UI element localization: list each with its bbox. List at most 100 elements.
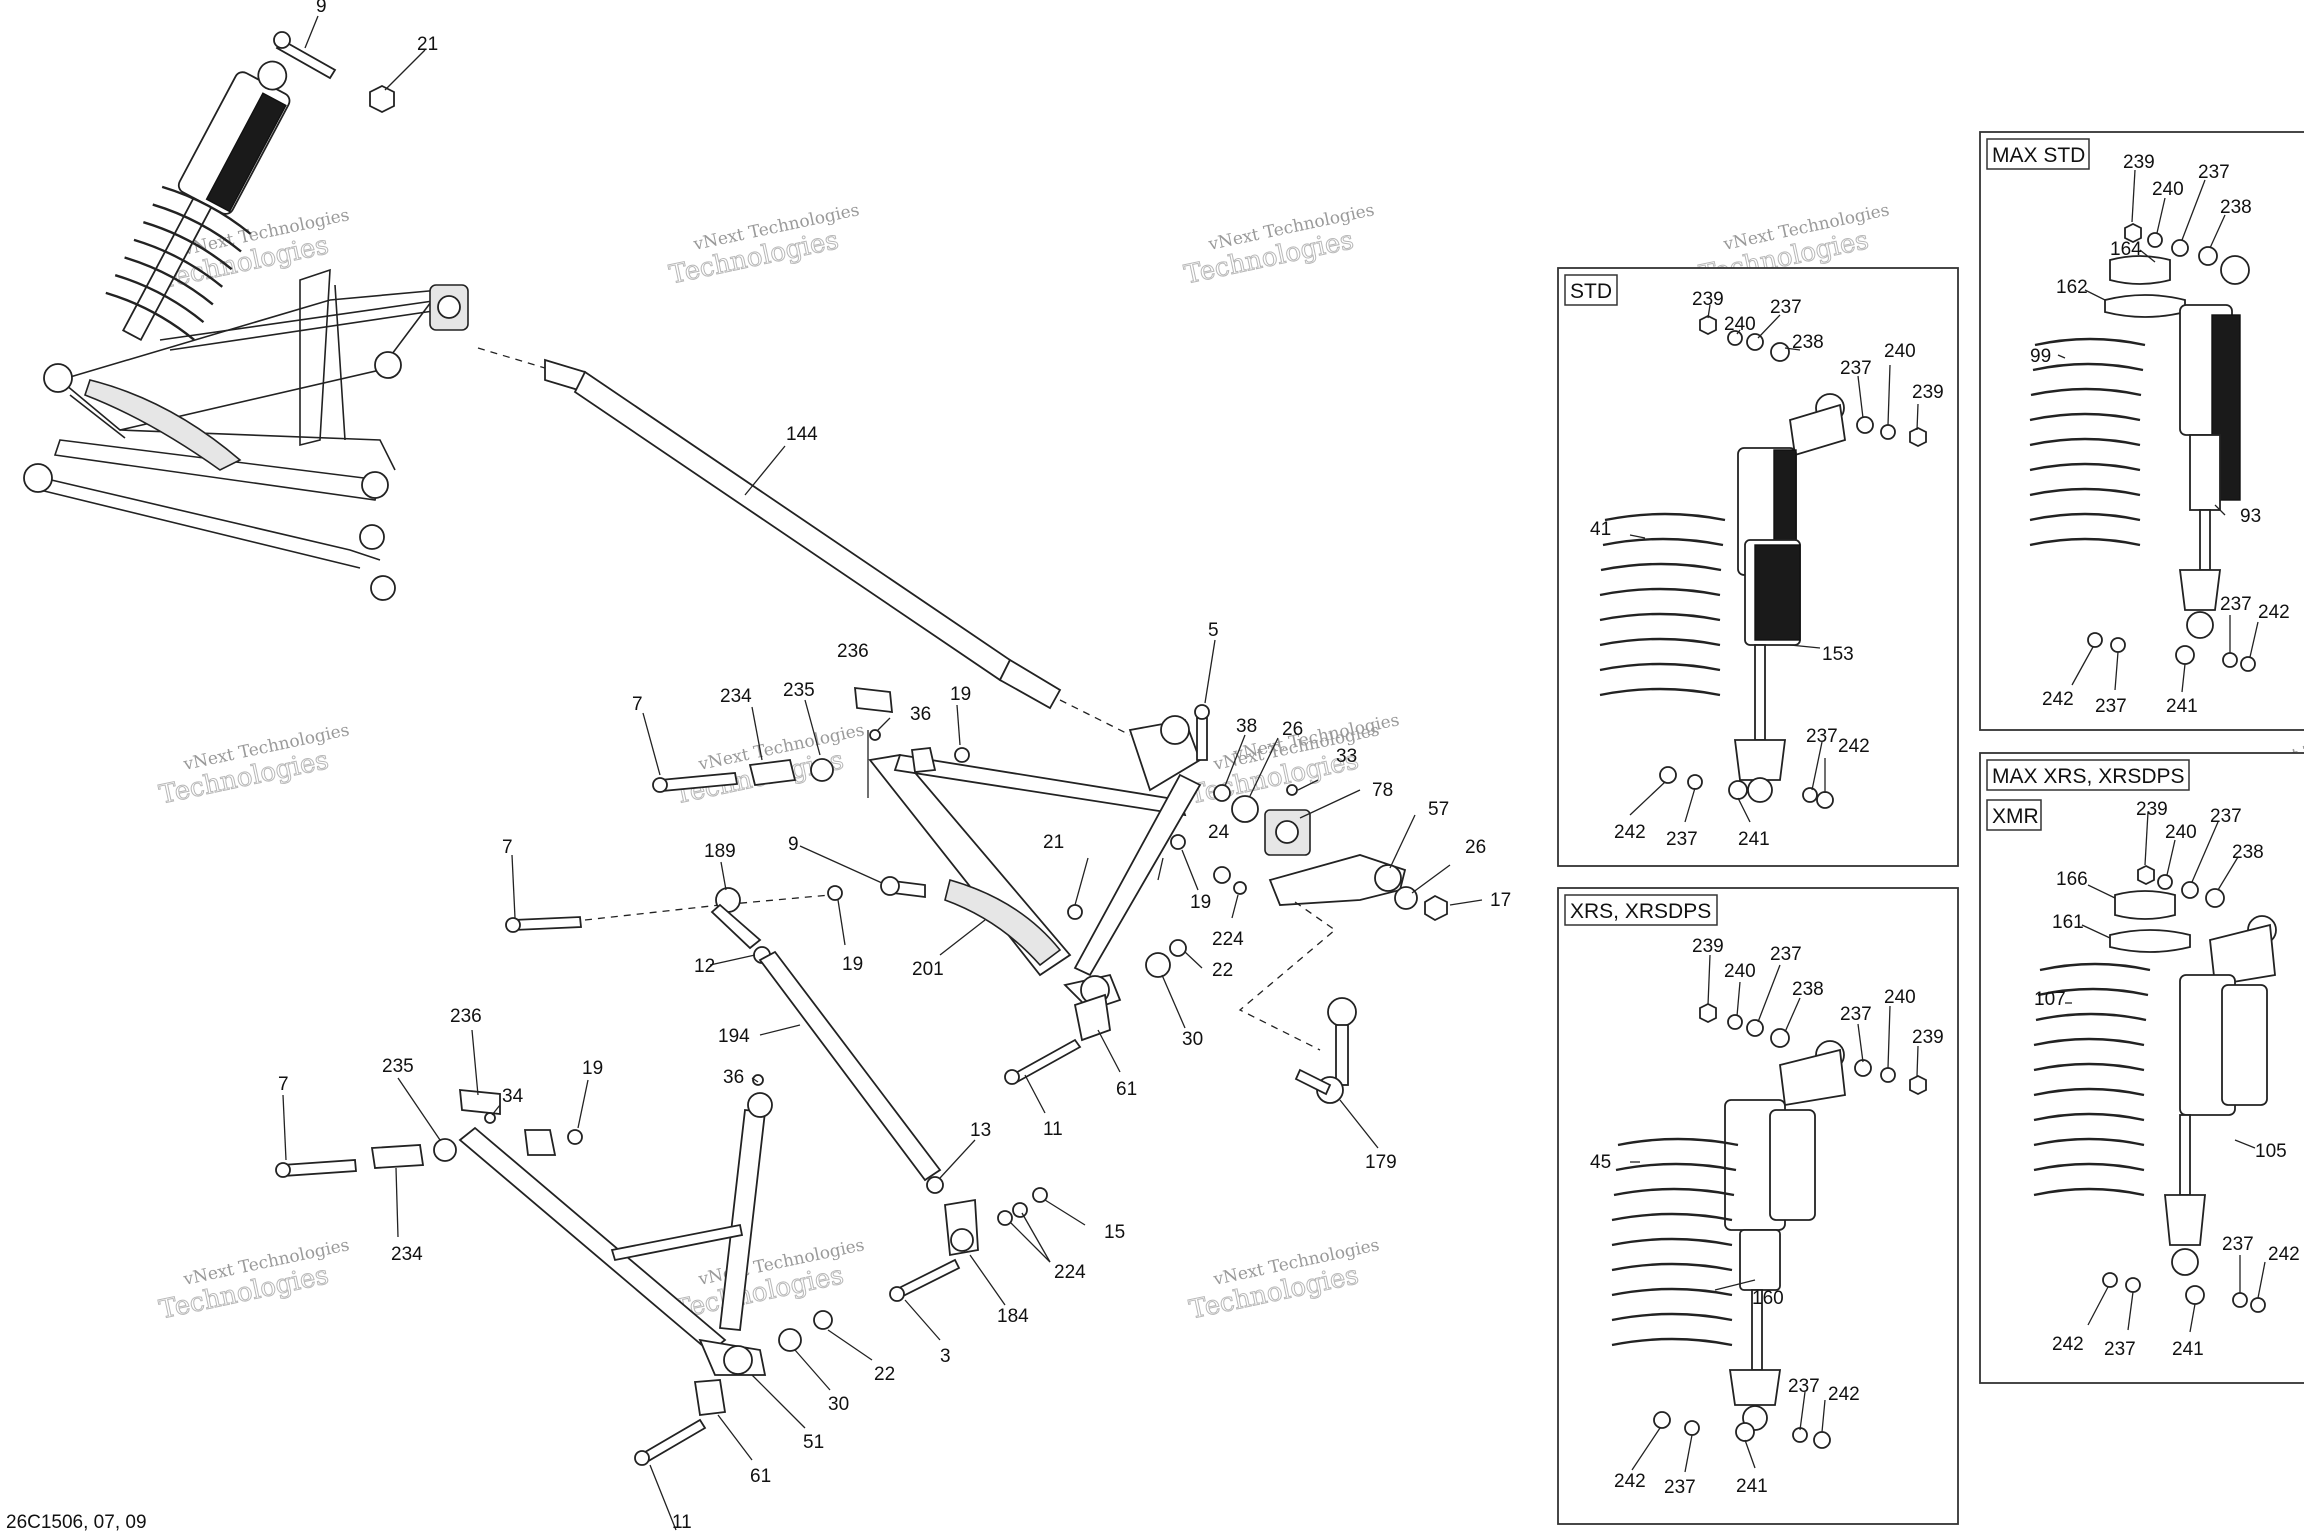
- callout: 19: [842, 954, 863, 975]
- panel-std: STD: [1557, 267, 1959, 867]
- callout: 9: [788, 834, 799, 855]
- callout: 238: [1792, 979, 1824, 1000]
- callout: 161: [2052, 912, 2084, 933]
- washer-26: [1394, 886, 1418, 910]
- bolt-5: [1196, 717, 1208, 761]
- oring-30: [1145, 952, 1171, 978]
- callout: 13: [970, 1120, 991, 1141]
- watermark: Technologies vNext Technologies: [666, 200, 861, 291]
- callout: 162: [2056, 277, 2088, 298]
- bushing-61-lower: [693, 1379, 727, 1416]
- callout: 36: [910, 704, 931, 725]
- callout: 11: [672, 1512, 692, 1533]
- panel-std-tag: STD: [1570, 280, 1612, 303]
- bushing-238: [1770, 1028, 1790, 1048]
- shaft-axis-dash: [1059, 699, 1131, 736]
- callout: 61: [750, 1466, 771, 1487]
- oring-30-lower: [778, 1328, 802, 1352]
- callout: 242: [2258, 602, 2290, 623]
- callout: 242: [2042, 689, 2074, 710]
- arm-lower-left: [458, 1126, 727, 1354]
- panel-xmr-tag: XMR: [1992, 805, 2039, 828]
- callout: 237: [1770, 297, 1802, 318]
- spacer-237: [1802, 787, 1818, 803]
- callout: 237: [1770, 944, 1802, 965]
- bolt-7-mid: [512, 916, 582, 931]
- bushing-241: [2175, 645, 2195, 665]
- retainer-162: [2104, 294, 2186, 318]
- shaft-tube: [573, 370, 1012, 682]
- nut-19-mid: [827, 885, 843, 901]
- shock-boot: [2178, 569, 2222, 611]
- panel-max-std-frame: [1979, 131, 2304, 731]
- spacer-237: [2222, 652, 2238, 668]
- nut-239: [1699, 1002, 1717, 1024]
- watermark: Technologies vNext Technologies: [1186, 1235, 1381, 1326]
- panel-max-std-leaders: [2057, 169, 2259, 693]
- panel-max-xrs-tag: MAX XRS, XRSDPS: [1992, 765, 2185, 788]
- upper-arm-frame: [59, 289, 441, 431]
- nut-19-lower: [567, 1129, 583, 1145]
- callout: 99: [2030, 346, 2051, 367]
- bushing-lower: [523, 1129, 557, 1156]
- callout: 242: [1614, 822, 1646, 843]
- shock-shaft: [2179, 1114, 2191, 1196]
- bushing-235-lower: [433, 1138, 457, 1162]
- bolt-head: [273, 31, 291, 49]
- panel-max-xrs: MAX XRS, XRSDPS XMR: [1979, 752, 2304, 1384]
- bolt-7-mid-head: [505, 917, 521, 933]
- callout: 239: [2123, 152, 2155, 173]
- callout: 7: [632, 694, 643, 715]
- callout: 93: [2240, 506, 2261, 527]
- callout: 34: [502, 1086, 524, 1107]
- shock-bottom-eye: [2186, 611, 2214, 639]
- callout: 19: [582, 1058, 603, 1079]
- cap-22: [1169, 939, 1187, 957]
- bushing-238: [2205, 888, 2225, 908]
- shock-shaft: [2199, 509, 2211, 571]
- cap-166: [2114, 890, 2176, 920]
- shock-top-mount: [1779, 1048, 1846, 1107]
- grease-34: [484, 1112, 496, 1124]
- washer-242: [1816, 791, 1834, 809]
- arm-201-plate: [944, 879, 1062, 967]
- callout: 239: [1692, 936, 1724, 957]
- callout: 240: [2152, 179, 2184, 200]
- watermark: Technologies vNext Technologies: [156, 1235, 351, 1326]
- arm-lower-top-bushing: [747, 1092, 773, 1118]
- bolt-11: [1010, 1038, 1082, 1084]
- lower-arm-assembly: [275, 1074, 1048, 1466]
- callout: 236: [837, 641, 869, 662]
- arm-lower-brace: [610, 1223, 744, 1262]
- callout: 237: [1664, 1477, 1696, 1498]
- bolt-7-lower: [281, 1159, 357, 1177]
- link-179-stud: [1294, 1068, 1332, 1096]
- bolt-5-head: [1194, 704, 1210, 720]
- callout: 57: [1428, 799, 1449, 820]
- main-callouts: 9 21 144 5 38 26 33 78 57 26 17 24 19 22…: [278, 0, 1511, 1533]
- callout: 41: [1590, 519, 1611, 540]
- callout: 21: [1043, 832, 1064, 853]
- callout: 241: [2172, 1339, 2204, 1360]
- arm-plate: [83, 379, 242, 471]
- callout: 107: [2034, 989, 2066, 1010]
- link-189-hardware: [505, 876, 926, 964]
- washer-242: [2250, 1297, 2266, 1313]
- cap-164: [2109, 255, 2171, 285]
- callout: 5: [1208, 620, 1219, 641]
- rear-shock-absorber: [105, 60, 291, 342]
- shock-boot: [1728, 1369, 1782, 1406]
- bolt-3-head: [889, 1286, 905, 1302]
- lower-rail: [29, 474, 381, 569]
- shock-top-mount: [1788, 403, 1847, 457]
- callout: 237: [2210, 806, 2242, 827]
- callout: 78: [1372, 780, 1393, 801]
- center-swing-arm-201: [868, 715, 1202, 1012]
- nut-21: [369, 84, 395, 114]
- callout: 153: [1822, 644, 1854, 665]
- callout: 179: [1365, 1152, 1397, 1173]
- callout: 105: [2255, 1141, 2287, 1162]
- link-189-axis: [584, 894, 831, 921]
- callout: 15: [1104, 1222, 1125, 1243]
